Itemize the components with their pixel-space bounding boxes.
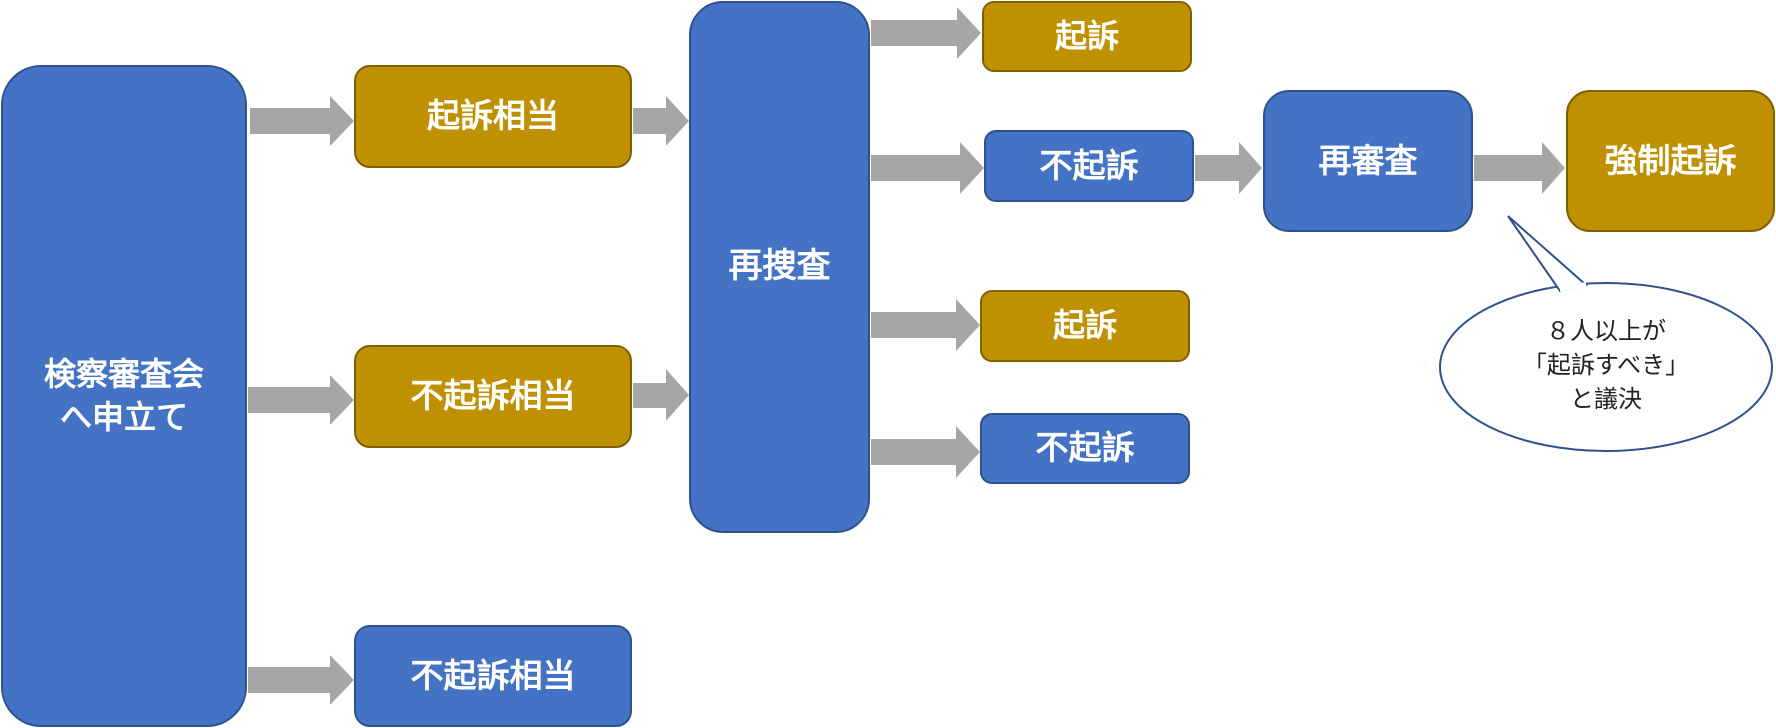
arrow-icon <box>871 299 980 351</box>
outcome-prosecution-2: 起訴 <box>980 290 1190 362</box>
arrow-icon <box>871 142 984 194</box>
arrow-icon <box>248 375 354 425</box>
callout-line2: 「起訴すべき」 <box>1522 351 1690 379</box>
result-prosecution-warranted: 起訴相当 <box>354 65 632 168</box>
start-node-line2: へ申立て <box>59 398 188 436</box>
reinvestigation-node: 再捜査 <box>689 1 870 533</box>
result-non-prosecution-warranted: 不起訴相当 <box>354 345 632 448</box>
arrow-icon <box>1195 142 1262 194</box>
start-node-review-board-application: 検察審査会 へ申立て <box>1 65 247 727</box>
start-node-line1: 検察審査会 <box>43 354 204 393</box>
arrow-icon <box>871 7 981 59</box>
outcome-non-prosecution-2: 不起訴 <box>980 413 1190 484</box>
arrow-icon <box>250 96 354 146</box>
arrow-icon <box>633 369 689 421</box>
callout-bubble <box>1439 215 1773 452</box>
arrow-icon <box>633 96 689 146</box>
outcome-prosecution-2-label: 起訴 <box>1052 306 1117 345</box>
result-non-prosecution-warranted-label: 不起訴相当 <box>410 376 576 416</box>
re-examination-node: 再審査 <box>1263 90 1473 232</box>
arrow-group <box>248 7 1565 705</box>
arrow-icon <box>1474 142 1565 194</box>
result-prosecution-warranted-label: 起訴相当 <box>427 96 559 136</box>
mandatory-prosecution-node: 強制起訴 <box>1566 90 1775 232</box>
callout-line1: ８人以上が <box>1546 317 1666 345</box>
reinvestigation-label: 再捜査 <box>728 246 831 287</box>
callout-text: ８人以上が 「起訴すべき」 と議決 <box>1450 314 1762 416</box>
outcome-prosecution-1: 起訴 <box>982 1 1192 72</box>
outcome-non-prosecution-1: 不起訴 <box>984 130 1194 202</box>
outcome-non-prosecution-1-label: 不起訴 <box>1039 145 1139 185</box>
outcome-prosecution-1-label: 起訴 <box>1054 16 1119 55</box>
arrow-icon <box>871 426 980 478</box>
result-non-prosecution-appropriate-label: 不起訴相当 <box>410 655 576 695</box>
result-non-prosecution-appropriate: 不起訴相当 <box>354 625 632 727</box>
callout-line3: と議決 <box>1570 385 1642 413</box>
re-examination-label: 再審査 <box>1318 140 1418 180</box>
arrow-icon <box>248 655 354 705</box>
mandatory-prosecution-label: 強制起訴 <box>1604 140 1737 180</box>
outcome-non-prosecution-2-label: 不起訴 <box>1035 428 1135 468</box>
